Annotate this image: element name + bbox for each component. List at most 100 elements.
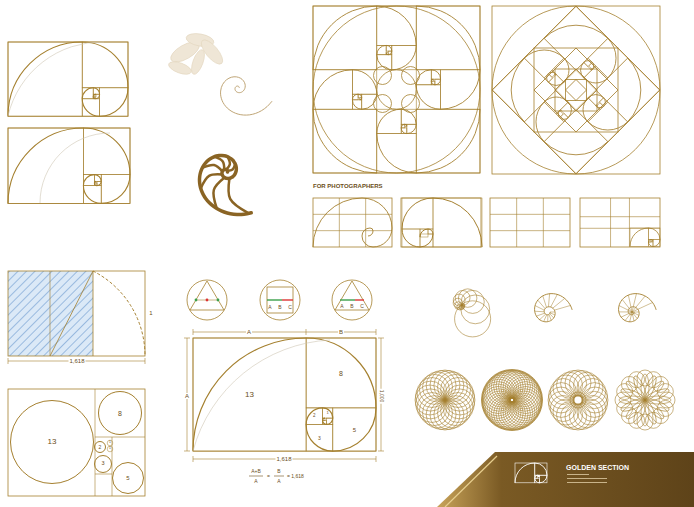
ornament-line <box>599 98 607 106</box>
ornament-line <box>95 474 112 475</box>
ornament-line <box>556 111 563 118</box>
ornament-line <box>376 329 377 335</box>
ornament-line <box>206 299 209 302</box>
number-circle: 3 <box>94 455 112 473</box>
ornament-line <box>534 48 618 132</box>
ornament-line <box>260 280 300 320</box>
ornament-line <box>199 155 251 214</box>
ornament-line <box>524 102 564 142</box>
ornament-line <box>443 378 473 408</box>
ornament-line <box>184 329 384 476</box>
ornament-line <box>107 440 113 446</box>
circle-number: 8 <box>118 410 122 417</box>
ornament-line <box>619 294 657 322</box>
ornament-line <box>274 476 284 477</box>
ornament-line <box>214 178 225 209</box>
dimension-label: A <box>254 479 257 484</box>
ornament-line <box>313 6 480 173</box>
ornament-line <box>313 6 377 70</box>
ornament-line <box>374 95 392 113</box>
ornament-line <box>560 102 576 118</box>
ornament-line <box>313 70 377 173</box>
ornament-line <box>8 358 9 364</box>
ornament-line <box>645 372 661 388</box>
ornament-line <box>83 128 130 175</box>
dimension-label: B <box>350 304 353 309</box>
ornament-line <box>50 271 93 356</box>
ornament-line <box>416 6 480 109</box>
dimension-label: C <box>360 304 364 309</box>
ornament-line <box>580 198 660 247</box>
ornament-line <box>455 290 470 305</box>
ornament-line <box>184 451 190 452</box>
ornament-line <box>267 287 293 313</box>
ornament-line <box>8 42 128 116</box>
ornament-line <box>566 80 587 101</box>
ornament-line <box>8 128 83 203</box>
ornament-line <box>187 280 227 320</box>
ornament-line <box>377 134 416 173</box>
ornament-line <box>490 230 570 231</box>
banner-shape <box>437 452 694 507</box>
ornament-line <box>492 6 660 174</box>
ornament-line <box>610 198 611 247</box>
ornament-line <box>490 214 570 215</box>
ornament-line <box>461 290 484 313</box>
ornament-line <box>416 6 480 109</box>
ornament-line <box>544 74 552 82</box>
dimension-label: A <box>340 304 343 309</box>
dimension-label: 1 <box>109 441 111 445</box>
dimension-label: A+B <box>251 469 261 474</box>
circle-number: 13 <box>48 438 57 446</box>
ornament-line <box>145 358 146 364</box>
ornament-line <box>515 463 547 483</box>
ornament-line <box>365 198 366 247</box>
ornament-line <box>617 384 633 400</box>
ornament-line <box>193 456 194 462</box>
ornament-line <box>402 95 420 113</box>
ornament-line <box>8 42 82 116</box>
ornament-line <box>8 271 145 356</box>
ornament-line <box>377 70 416 109</box>
ornament-line <box>544 7 627 90</box>
dimension-label: = 1,618 <box>287 474 304 479</box>
ornament-line <box>628 295 632 312</box>
ornament-line <box>193 340 330 451</box>
ornament-line <box>167 59 193 77</box>
dimension-label: 2 <box>313 414 316 419</box>
ornament-line <box>596 58 660 122</box>
ornament-line <box>377 109 480 173</box>
ornament-line <box>543 198 544 247</box>
ornament-line <box>402 67 420 85</box>
ornament-line <box>493 58 557 122</box>
ornament-line <box>554 305 570 310</box>
ornament-line <box>267 299 282 300</box>
ornament-line <box>374 67 392 85</box>
ornament-line <box>576 98 600 122</box>
dimension-label: B <box>277 469 280 474</box>
ornament-line <box>570 392 586 408</box>
ornament-line <box>619 306 632 312</box>
dimension-label: B <box>338 329 344 335</box>
circle-number: 2 <box>99 445 102 450</box>
ornament-line <box>619 311 632 312</box>
dimension-label: 13 <box>245 391 254 399</box>
dimension-label: A <box>277 479 280 484</box>
dimension-label: = <box>267 474 270 479</box>
ornament-line <box>621 312 632 317</box>
ornament-line <box>437 452 694 507</box>
dimension-label: A <box>246 329 252 335</box>
ornament-line <box>490 198 570 247</box>
ornament-line <box>40 133 110 203</box>
dimension-label: 1 <box>327 411 329 415</box>
ornament-line <box>193 332 376 333</box>
ornament-line <box>445 456 497 507</box>
ornament-line <box>313 198 392 247</box>
ornament-line <box>544 7 608 71</box>
ornament-line <box>548 70 555 77</box>
dimension-label: 1 <box>109 447 111 451</box>
ornament-line <box>313 6 416 70</box>
ornament-line <box>82 42 128 88</box>
ornament-line <box>378 338 384 339</box>
ornament-line <box>552 58 576 82</box>
